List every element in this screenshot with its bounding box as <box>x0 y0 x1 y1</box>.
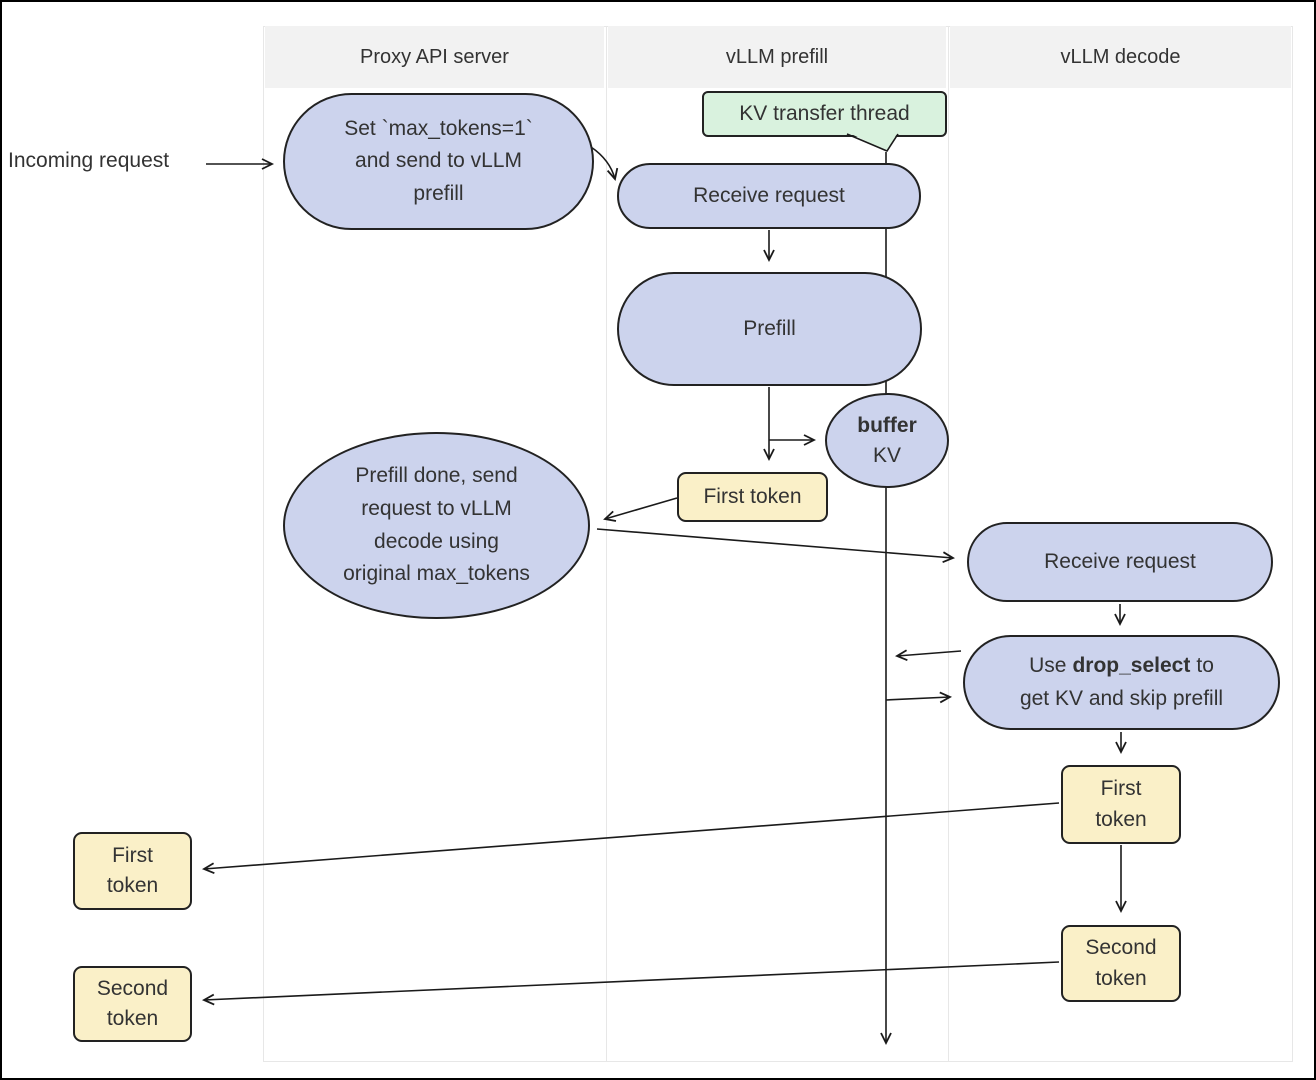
edge-first-token-to-prefill-done <box>603 497 678 522</box>
node-text-line: Prefill done, send <box>355 464 518 488</box>
node-text-line: token <box>106 874 159 897</box>
node-text-line: Set `max_tokens=1` <box>344 116 533 140</box>
node-text-line: get KV and skip prefill <box>1019 686 1224 710</box>
node-first-token-decode: First token <box>1061 765 1181 844</box>
node-kv-transfer-thread: KV transfer thread <box>702 91 947 137</box>
node-text: KV <box>872 443 901 467</box>
node-text-line: decode using <box>374 529 499 553</box>
edge-second-token-decode-to-second-token-out <box>201 961 1060 1006</box>
node-receive-request-prefill: Receive request <box>617 163 921 229</box>
node-text-line: and send to vLLM <box>355 149 522 173</box>
edge-prefill-done-to-receive-decode <box>596 528 956 564</box>
node-use-drop-select: Use drop_select to get KV and skip prefi… <box>963 635 1280 730</box>
node-text-line: Second <box>1085 936 1157 960</box>
node-first-token-prefill: First token <box>677 472 828 522</box>
lane-title: vLLM prefill <box>725 45 829 68</box>
incoming-request-label: Incoming request <box>8 149 170 172</box>
node-text: Receive request <box>693 183 845 207</box>
node-buffer-kv: buffer KV <box>825 393 949 488</box>
node-text-line: token <box>1095 966 1147 990</box>
node-text: to <box>1196 653 1214 677</box>
node-text-line: token <box>106 1007 159 1030</box>
node-text-bold: drop_select <box>1072 653 1191 677</box>
node-text-line: prefill <box>413 181 464 205</box>
node-text: First token <box>703 484 802 508</box>
node-prefill: Prefill <box>617 272 922 386</box>
lane-header-vllm-decode: vLLM decode <box>950 26 1291 88</box>
node-first-token-output: First token <box>73 832 192 910</box>
edge-drop-select-to-kv-line <box>894 649 962 662</box>
node-text: Prefill <box>743 316 796 340</box>
lane-title: Proxy API server <box>360 45 509 68</box>
edge-kv-line-to-drop-select <box>885 691 953 704</box>
lane-header-vllm-prefill: vLLM prefill <box>608 26 946 88</box>
node-second-token-output: Second token <box>73 966 192 1042</box>
edge-set-max-tokens-to-receive-prefill <box>590 146 619 181</box>
node-text: KV transfer thread <box>739 101 910 125</box>
node-text-line: First <box>1100 777 1142 801</box>
node-text: Use <box>1029 653 1067 677</box>
edge-first-token-decode-to-first-token-out <box>201 802 1060 875</box>
node-text-line: original max_tokens <box>343 562 530 586</box>
node-text-line: request to vLLM <box>361 496 512 520</box>
lane-title: vLLM decode <box>1060 45 1181 68</box>
node-text-line: token <box>1095 807 1147 831</box>
node-text-line: First <box>112 843 153 867</box>
node-text-line: Second <box>96 976 169 1000</box>
node-receive-request-decode: Receive request <box>967 522 1273 602</box>
lane-header-proxy-api-server: Proxy API server <box>265 26 604 88</box>
node-second-token-decode: Second token <box>1061 925 1181 1002</box>
node-prefill-done: Prefill done, send request to vLLM decod… <box>283 432 590 619</box>
node-text: Receive request <box>1044 549 1196 573</box>
node-text-bold: buffer <box>857 414 917 438</box>
node-set-max-tokens: Set `max_tokens=1` and send to vLLM pref… <box>283 93 594 230</box>
